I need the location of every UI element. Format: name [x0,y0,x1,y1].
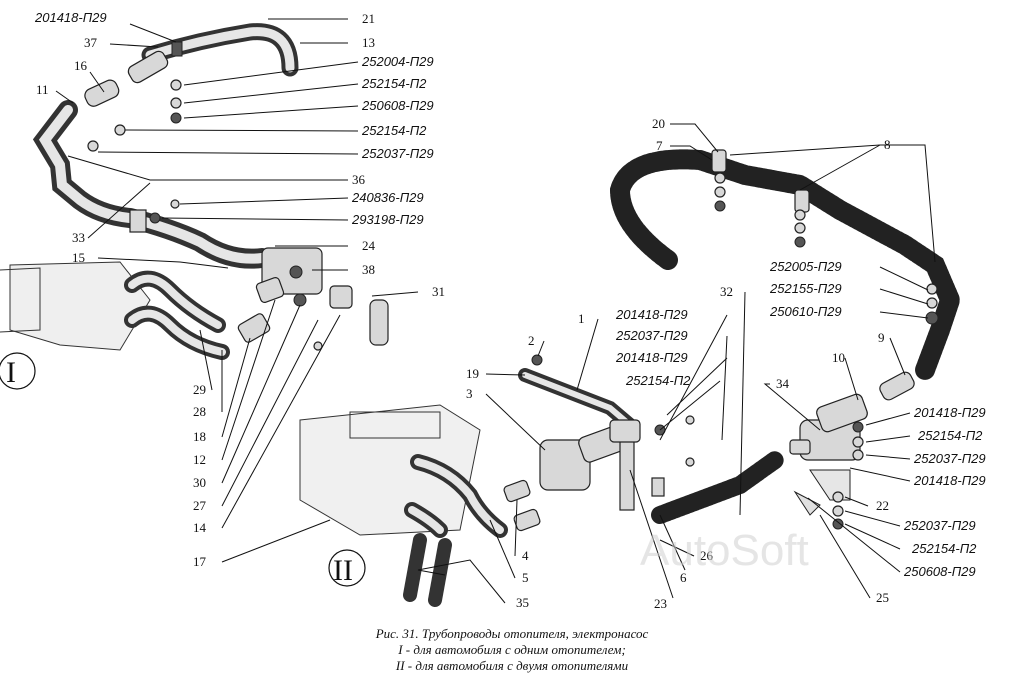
watermark: AutoSoft [640,526,809,575]
label-4: 4 [522,548,529,563]
label-11: 11 [36,82,49,97]
label-201418-p29: 201418-П29 [913,473,986,488]
figure-caption: Рис. 31. Трубопроводы отопителя, электро… [0,626,1024,674]
label-27: 27 [193,498,207,513]
label-7: 7 [656,138,663,153]
label-38: 38 [362,262,375,277]
label-33: 33 [72,230,85,245]
label-30: 30 [193,475,206,490]
label-252154-p2: 252154-П2 [625,373,691,388]
label-3: 3 [466,386,473,401]
label-252005-p29: 252005-П29 [769,259,842,274]
label-25: 25 [876,590,889,605]
label-201418-p29: 201418-П29 [34,10,107,25]
label-23: 23 [654,596,667,611]
label-14: 14 [193,520,207,535]
label-22: 22 [876,498,889,513]
label-20: 20 [652,116,665,131]
label-36: 36 [352,172,366,187]
drawing-top-left-pipe [32,23,299,269]
drawing-electric-pump [789,393,868,530]
drawing-center-valve [518,354,695,511]
label-5: 5 [522,570,529,585]
label-31: 31 [432,284,445,299]
label-10: 10 [832,350,845,365]
label-252004-p29: 252004-П29 [361,54,434,69]
label-34: 34 [776,376,790,391]
label-35: 35 [516,595,529,610]
label-13: 13 [362,35,375,50]
label-201418-p29: 201418-П29 [615,350,688,365]
caption-variant-one: I - для автомобиля с одним отопителем; [398,642,626,657]
label-250608-p29: 250608-П29 [903,564,976,579]
label-29: 29 [193,382,206,397]
caption-title: Рис. 31. Трубопроводы отопителя, электро… [375,626,649,641]
leader-lines [55,18,936,604]
label-24: 24 [362,238,376,253]
drawing-right-corrugated-hose [609,149,961,524]
label-1: 1 [578,311,585,326]
label-17: 17 [193,554,207,569]
label-252154-p2: 252154-П2 [361,76,427,91]
label-6: 6 [680,570,687,585]
label-252037-p29: 252037-П29 [361,146,434,161]
label-8: 8 [884,137,891,152]
label-252154-p2: 252154-П2 [361,123,427,138]
label-201418-p29: 201418-П29 [615,307,688,322]
label-37: 37 [84,35,98,50]
label-21: 21 [362,11,375,26]
roman-numeral-two: II [333,554,353,587]
label-12: 12 [193,452,206,467]
label-252037-p29: 252037-П29 [615,328,688,343]
label-18: 18 [193,429,206,444]
label-16: 16 [74,58,88,73]
label-252037-p29: 252037-П29 [903,518,976,533]
drawing-left-heater-one: I [0,247,389,390]
caption-variant-two: II - для автомобиля с двумя отопителями [395,658,629,673]
label-15: 15 [72,250,85,265]
label-293198-p29: 293198-П29 [351,212,424,227]
label-252155-p29: 252155-П29 [769,281,842,296]
label-250608-p29: 250608-П29 [361,98,434,113]
label-28: 28 [193,404,206,419]
roman-numeral-one: I [6,356,16,389]
callout-labels: 201418-П29 37 21 13 16 252004-П29 252154… [34,10,986,611]
drawing-lower-heater-two: II [299,404,541,607]
label-26: 26 [700,548,714,563]
label-252154-p2: 252154-П2 [911,541,977,556]
label-32: 32 [720,284,733,299]
label-2: 2 [528,333,535,348]
label-252037-p29: 252037-П29 [913,451,986,466]
label-252154-p2: 252154-П2 [917,428,983,443]
label-240836-p29: 240836-П29 [351,190,424,205]
label-201418-p29: 201418-П29 [913,405,986,420]
label-9: 9 [878,330,885,345]
label-250610-p29: 250610-П29 [769,304,842,319]
label-19: 19 [466,366,479,381]
